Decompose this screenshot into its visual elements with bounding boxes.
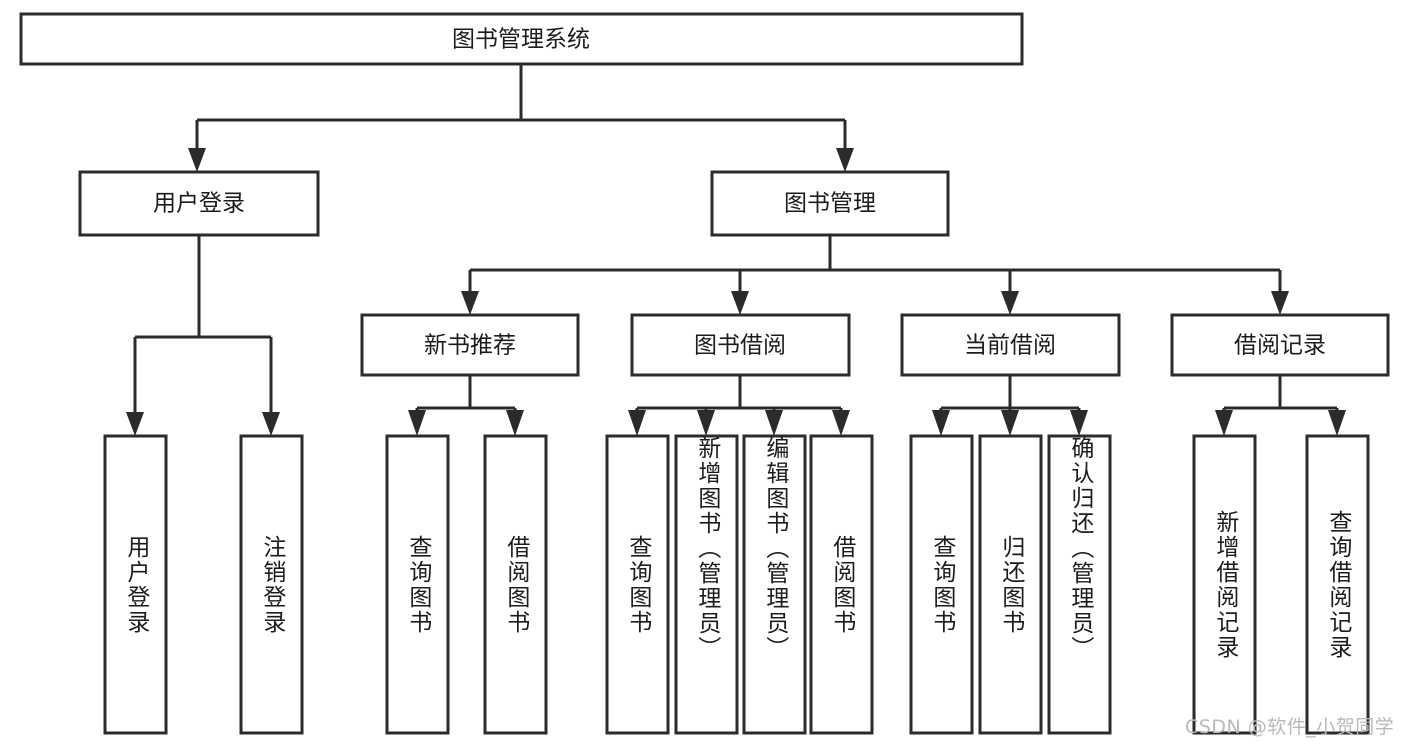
- leaf-borrow-record-1[interactable]: [1192, 434, 1257, 735]
- node-book-borrow-label: 图书借阅: [694, 333, 786, 359]
- node-book-management-label: 图书管理: [784, 191, 876, 217]
- leaf-book-borrow-3[interactable]: [742, 434, 807, 735]
- node-book-borrow[interactable]: 图书借阅: [630, 313, 851, 377]
- leaf-borrow-record-2[interactable]: [1305, 434, 1370, 735]
- connector-bookmgmt-to-level3: [461, 235, 1289, 315]
- node-current-borrow[interactable]: 当前借阅: [900, 313, 1121, 377]
- node-new-book-recommend-label: 新书推荐: [424, 333, 516, 359]
- node-root[interactable]: 图书管理系统: [19, 12, 1024, 66]
- node-borrow-record-label: 借阅记录: [1234, 333, 1326, 359]
- leaf-new-book-2[interactable]: [483, 434, 548, 735]
- connector-newbook-to-leaves: [408, 375, 524, 436]
- leaf-user-login-1[interactable]: [103, 434, 168, 735]
- node-new-book-recommend[interactable]: 新书推荐: [360, 313, 580, 377]
- connector-bookborrow-to-leaves: [628, 375, 850, 436]
- leaf-current-borrow-1[interactable]: [909, 434, 974, 735]
- connector-borrowrecord-to-leaves: [1215, 375, 1346, 436]
- node-borrow-record[interactable]: 借阅记录: [1170, 313, 1390, 377]
- leaf-new-book-1[interactable]: [385, 434, 450, 735]
- leaf-user-login-2[interactable]: [239, 434, 304, 735]
- connector-currentborrow-to-leaves: [932, 375, 1088, 436]
- leaf-current-borrow-2[interactable]: [978, 434, 1043, 735]
- node-book-management[interactable]: 图书管理: [710, 170, 950, 237]
- connector-userlogin-to-leaves: [126, 235, 280, 436]
- leaf-book-borrow-4[interactable]: [809, 434, 874, 735]
- leaf-book-borrow-1[interactable]: [605, 434, 670, 735]
- csdn-watermark: CSDN @软件_小贺同学: [1185, 716, 1395, 738]
- leaf-book-borrow-2[interactable]: [674, 434, 739, 735]
- node-current-borrow-label: 当前借阅: [964, 333, 1056, 359]
- connector-root-to-level2: [188, 64, 854, 172]
- node-root-label: 图书管理系统: [452, 27, 590, 53]
- leaf-current-borrow-3[interactable]: [1047, 434, 1112, 735]
- node-user-login-label: 用户登录: [153, 191, 245, 217]
- node-user-login[interactable]: 用户登录: [78, 170, 320, 237]
